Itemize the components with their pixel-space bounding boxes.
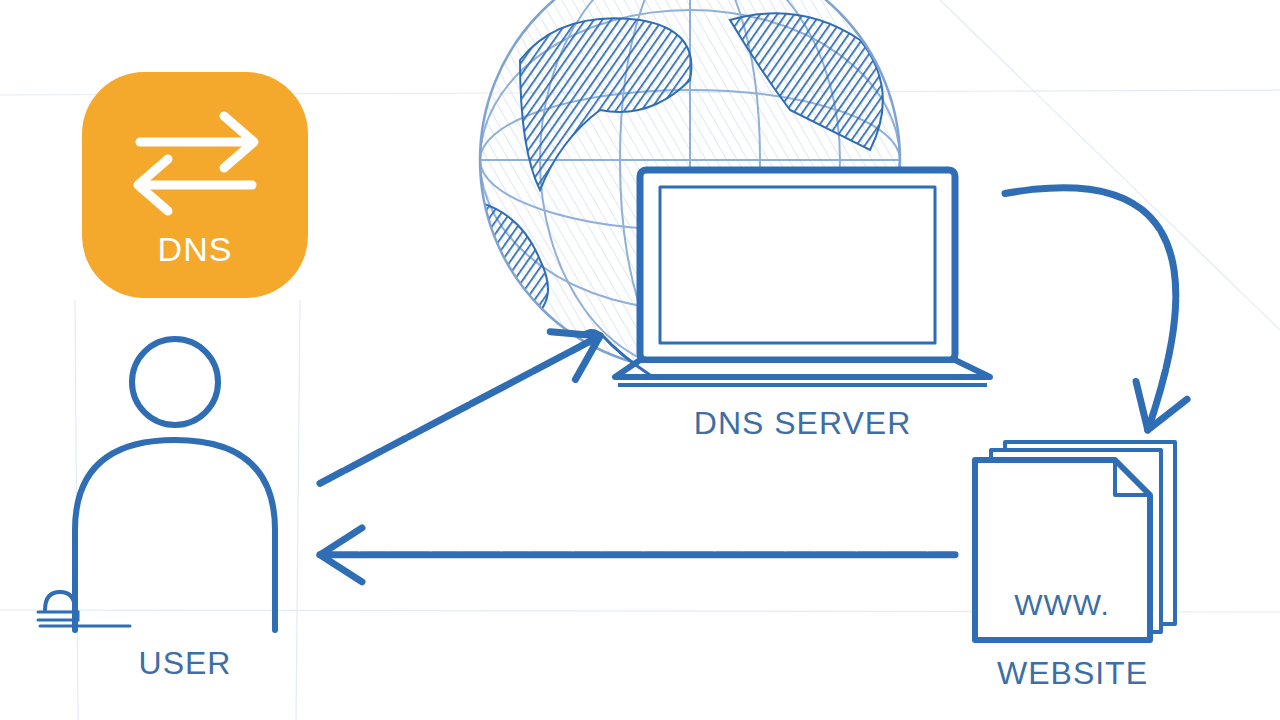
flow-arrow: [1005, 188, 1176, 430]
user-figure: USER: [60, 330, 310, 695]
web-address-text: WWW.: [983, 588, 1141, 623]
flow-arrow: [320, 336, 600, 483]
icon-label: DNS: [82, 230, 308, 269]
dns-server-laptop: DNS SERVER: [610, 165, 995, 450]
flow-arrow: [320, 551, 955, 558]
node-label: USER: [60, 645, 310, 682]
user-figure-outline: [60, 330, 310, 695]
website-documents: WWW. WEBSITE: [965, 440, 1180, 695]
node-label: WEBSITE: [965, 655, 1180, 692]
dns-app-icon: DNS: [82, 72, 308, 298]
node-label: DNS SERVER: [610, 405, 995, 442]
